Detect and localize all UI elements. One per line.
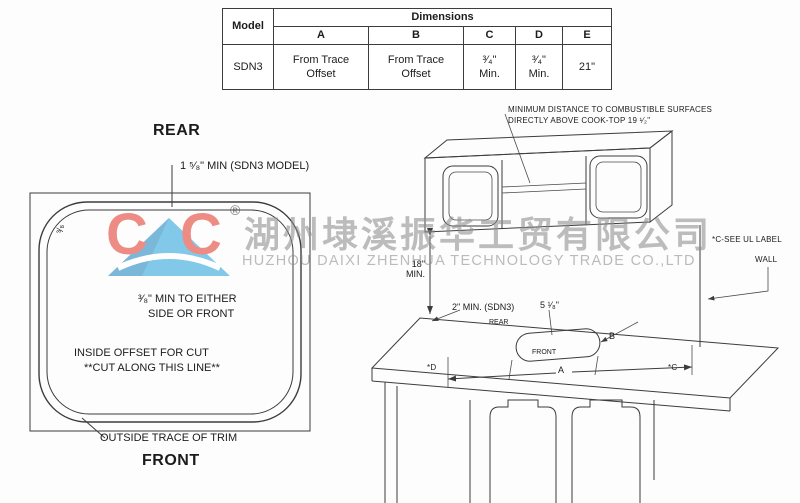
dimensions-header: Dimensions (273, 8, 612, 27)
dim-c-label: *C (668, 363, 678, 372)
outside-trim-trace-line (38, 201, 302, 423)
dim-2min-leader (431, 309, 461, 322)
countertop-rear-label: REAR (489, 319, 509, 326)
combustible-note-leader (504, 113, 531, 184)
dim-b-leader (600, 321, 639, 343)
dim-5-1-8-leader (548, 309, 553, 336)
model-header: Model (222, 8, 274, 45)
countertop (370, 317, 780, 412)
base-door-left (489, 399, 557, 503)
dim-a-label: A (558, 365, 565, 375)
cabinet-door-right (589, 155, 648, 219)
front-heading: FRONT (142, 452, 200, 469)
combustible-note-line1: MINIMUM DISTANCE TO COMBUSTIBLE SURFACES (508, 105, 713, 114)
wall-leader (707, 267, 769, 301)
side-offset-note-line1: ³⁄₈" MIN TO EITHER (138, 293, 237, 305)
edge-offset-fraction: ³⁄₈ (55, 224, 66, 234)
dim-a-cell: From Trace Offset (273, 44, 369, 90)
col-header-d: D (515, 26, 563, 45)
outside-trace-note: OUTSIDE TRACE OF TRIM (100, 432, 238, 444)
dim-2min-label: 2" MIN. (SDN3) (452, 302, 515, 312)
ul-label-note: *C-SEE UL LABEL (712, 235, 782, 244)
dim-5-1-8-label: 5 ¹⁄₈" (540, 300, 559, 310)
installation-isometric-drawing (370, 113, 780, 503)
inside-offset-note-line2: **CUT ALONG THIS LINE** (84, 362, 220, 374)
base-cabinet (384, 382, 655, 503)
table-row: SDN3 From Trace Offset From Trace Offset… (222, 44, 612, 90)
template-frame (29, 192, 311, 432)
countertop-front-label: FRONT (532, 349, 557, 356)
dim-e-cell: 21" (562, 44, 612, 90)
trace-note-leader (81, 417, 106, 439)
base-door-right (571, 399, 641, 503)
col-header-b: B (368, 26, 464, 45)
dim-18-label: 18" MIN. (406, 259, 425, 279)
dim-c-cell: ³⁄₄" Min. (463, 44, 516, 90)
col-header-e: E (562, 26, 612, 45)
inside-offset-note-line1: INSIDE OFFSET FOR CUT (74, 347, 209, 359)
col-header-a: A (273, 26, 369, 45)
cabinet-door-left (442, 165, 499, 227)
combustible-note-line2: DIRECTLY ABOVE COOK-TOP 19 ¹⁄₂" (508, 116, 651, 125)
inside-cut-line (46, 209, 294, 415)
model-cell: SDN3 (222, 44, 274, 90)
col-header-c: C (463, 26, 516, 45)
side-offset-note-line2: SIDE OR FRONT (148, 308, 235, 320)
dim-b-label: B (609, 331, 616, 341)
rear-heading: REAR (153, 122, 201, 139)
cutout-template-drawing (29, 165, 311, 439)
dim-d-cell: ³⁄₄" Min. (515, 44, 563, 90)
dimensions-table: Model Dimensions A B C D E SDN3 From Tra… (222, 8, 612, 90)
top-dimension-note: 1 ⁵⁄₈" MIN (SDN3 MODEL) (180, 160, 310, 172)
cooktop-cutout (515, 328, 601, 362)
dim-b-cell: From Trace Offset (368, 44, 464, 90)
wall (699, 225, 769, 347)
dim-d-label: *D (427, 363, 437, 372)
dim-a-line (447, 345, 693, 387)
wall-label: WALL (755, 255, 778, 264)
upper-cabinet (423, 129, 674, 233)
